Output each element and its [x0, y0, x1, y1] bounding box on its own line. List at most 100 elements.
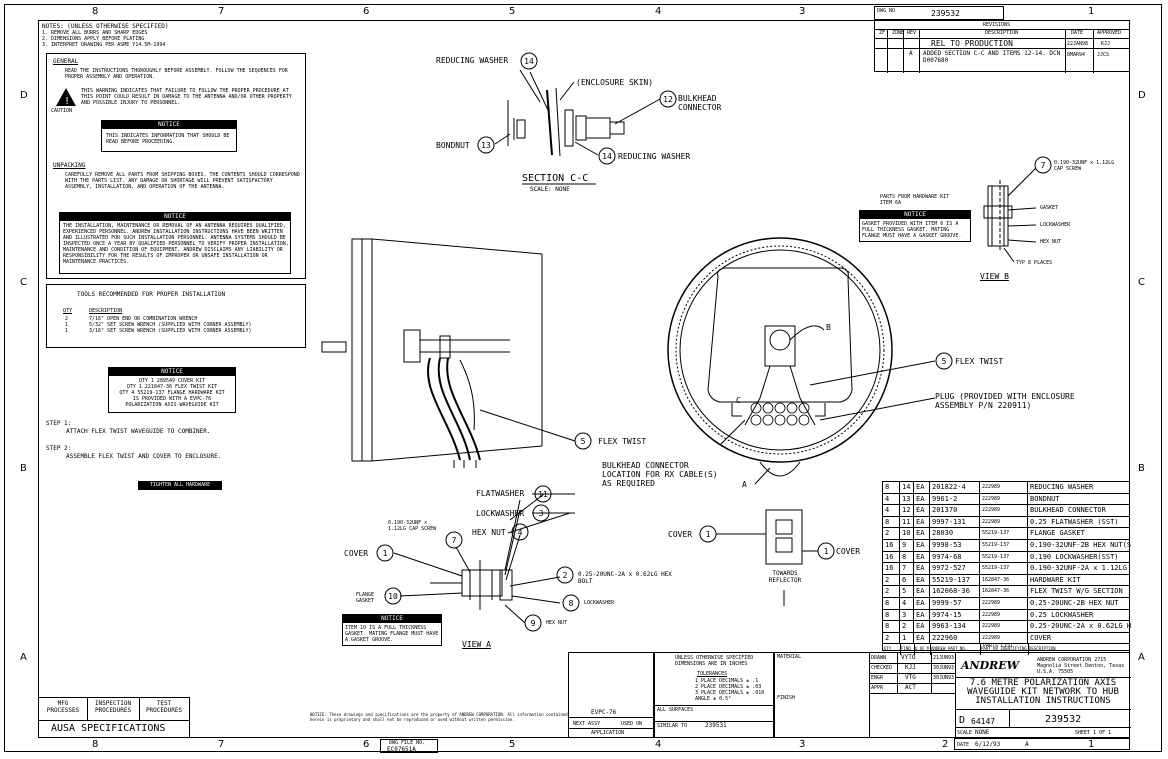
application-model: EVPC-76 — [591, 709, 617, 716]
parts-cell-part: 201822-4 — [929, 482, 979, 493]
dwg-file-box: DWG FILE NO. EC07651A — [380, 739, 438, 753]
rev-row-1-date: 22JAN98 — [1067, 41, 1089, 47]
revisions-title: REVISIONS — [983, 22, 1011, 28]
parts-cell-desc: REDUCING WASHER — [1027, 482, 1131, 493]
zone-left-d: D — [20, 90, 28, 101]
balloon-7-view-a: 7 — [452, 536, 457, 545]
parts-header-cell: FIND NO. — [900, 644, 913, 656]
rev-hdr-desc: DESCRIPTION — [985, 30, 1019, 36]
parts-cell-part: 222960 — [929, 632, 979, 644]
tol-line-4: ANGLE ± 0.5° — [695, 696, 732, 702]
rev-hdr-zone: ZONE — [892, 30, 905, 36]
parts-cell-um: EA — [913, 528, 929, 540]
parts-cell-ref: 222989 — [979, 598, 1027, 609]
application-label: APPLICATION — [591, 730, 625, 736]
parts-cell-ref: 222989 — [979, 516, 1027, 528]
zone-left-b: B — [20, 463, 27, 474]
general-text: READ THE INSTRUCTIONS THOROUGHLY BEFORE … — [65, 68, 288, 80]
title-line-3: INSTALLATION INSTRUCTIONS — [975, 696, 1111, 706]
zone-top-5: 5 — [509, 6, 516, 17]
tb-checked-date: 30JUN93 — [933, 665, 955, 671]
tol-header-2: DIMENSIONS ARE IN INCHES — [675, 661, 748, 667]
parts-cell-item: 8 — [899, 551, 913, 563]
spec-mfg: MFG PROCESSES — [46, 700, 80, 714]
view-a-flange-gasket: FLANGE GASKET — [356, 592, 375, 604]
kit-line-4: IS PROVIDED WITH A EVPC-76 — [132, 396, 212, 402]
tol-header-1: UNLESS OTHERWISE SPECIFIED — [675, 655, 754, 661]
notice-info-label: NOTICE — [102, 121, 236, 129]
view-a-notice-box: NOTICE ITEM 10 IS A FULL THICKNESS GASKE… — [342, 614, 442, 646]
rev-date-box: DATE 6/12/93 A — [954, 738, 1130, 750]
view-a-lockwasher-2: LOCKWASHER — [584, 600, 615, 606]
spec-test: TEST PROCEDURES — [145, 700, 183, 714]
tol-similar-value: 239531 — [705, 722, 727, 729]
parts-cell-um: EA — [913, 516, 929, 528]
zone-bottom-3: 3 — [799, 739, 806, 750]
parts-cell-part: 201370 — [929, 505, 979, 517]
zone-bottom-2: 2 — [942, 739, 949, 750]
kit-notice-box: NOTICE QTY 1 289549 COVER KIT QTY 1 2218… — [108, 367, 236, 413]
view-a-notice-text: ITEM 10 IS A FULL THICKNESS GASKET. MATI… — [345, 625, 439, 643]
view-b-typ: TYP 8 PLACES — [1016, 260, 1053, 266]
zone-right-d: D — [1138, 90, 1146, 101]
tb-finish-label: FINISH — [777, 695, 796, 701]
parts-cell-um: EA — [913, 493, 929, 505]
view-a-hex-nut-2: HEX NUT — [546, 620, 568, 626]
parts-cell-desc: 0.25-20UNC-2B HEX NUT — [1027, 598, 1131, 609]
label-enclosure-skin: (ENCLOSURE SKIN) — [576, 78, 654, 87]
parts-cell-part: 9998-53 — [929, 540, 979, 551]
caution-triangle-icon: ! — [56, 88, 76, 107]
tools-title: TOOLS RECOMMENDED FOR PROPER INSTALLATIO… — [77, 291, 226, 298]
cover-view-towards: TOWARDS REFLECTOR — [768, 570, 802, 584]
revisions-block: REVISIONS ZF ZONE REV DESCRIPTION DATE A… — [874, 20, 1130, 73]
tb-scale-label: SCALE — [957, 730, 973, 736]
parts-cell-part: 162068-36 — [929, 586, 979, 598]
tb-fscm: 64147 — [971, 717, 996, 726]
rev-hdr-approved: APPROVED — [1097, 30, 1122, 36]
view-b-lockwasher: LOCKWASHER — [1040, 222, 1071, 228]
parts-cell-um: EA — [913, 505, 929, 517]
application-next-assy: NEXT ASSY — [573, 721, 601, 727]
application-block: EVPC-76 NEXT ASSY USED ON APPLICATION — [568, 652, 654, 738]
parts-cell-item: 6 — [899, 574, 913, 586]
specs-block: MFG PROCESSES INSPECTION PROCEDURES TEST… — [38, 697, 190, 738]
warning-text: THIS WARNING INDICATES THAT FAILURE TO F… — [81, 88, 292, 106]
parts-cell-desc: 0.25 FLATWASHER (SST) — [1027, 516, 1131, 528]
zone-right-a: A — [1138, 652, 1145, 663]
parts-cell-ref: 55219-137 — [979, 540, 1027, 551]
balloon-5-front: 5 — [942, 357, 947, 366]
kit-line-1: QTY 1 289549 COVER KIT — [138, 378, 206, 384]
tb-eng-by: VTG — [905, 674, 916, 681]
section-cc-title: SECTION C-C — [522, 173, 589, 184]
tools-col-desc: DESCRIPTION — [89, 308, 123, 314]
parts-cell-ref: 222989 — [979, 609, 1027, 621]
parts-cell-ref: 162847-36 — [979, 586, 1027, 598]
tolerances-block: UNLESS OTHERWISE SPECIFIED DIMENSIONS AR… — [654, 652, 774, 738]
parts-header-cell: DESCRIPTION — [1028, 644, 1131, 656]
cover-view-left-label: COVER — [668, 530, 693, 539]
tb-appr-by: ACT — [905, 684, 916, 691]
parts-cell-item: 11 — [899, 516, 913, 528]
spec-inspection: INSPECTION PROCEDURES — [94, 700, 132, 714]
notes-block: NOTES: (UNLESS OTHERWISE SPECIFIED) 1. R… — [42, 23, 292, 48]
label-detail-a: A — [742, 480, 747, 489]
parts-cell-ref: 222989 — [979, 482, 1027, 493]
parts-cell-ref: 55219-137 — [979, 551, 1027, 563]
unpacking-heading: UNPACKING — [53, 162, 86, 169]
spec-ausa: AUSA SPECIFICATIONS — [51, 723, 166, 734]
tb-date: 6/12/93 — [975, 741, 1001, 748]
andrew-logo: ANDREW — [961, 659, 1020, 672]
parts-cell-item: 2 — [899, 621, 913, 633]
zone-bottom-7: 7 — [218, 739, 225, 750]
tools-qty-2: 1 — [65, 322, 69, 328]
view-b-gasket: GASKET — [1040, 205, 1059, 211]
step-2-label: STEP 2: — [46, 445, 72, 452]
parts-cell-desc: HARDWARE KIT — [1027, 574, 1131, 586]
general-instructions-box: GENERAL READ THE INSTRUCTIONS THOROUGHLY… — [46, 53, 306, 279]
parts-cell-qty: 16 — [885, 541, 894, 549]
